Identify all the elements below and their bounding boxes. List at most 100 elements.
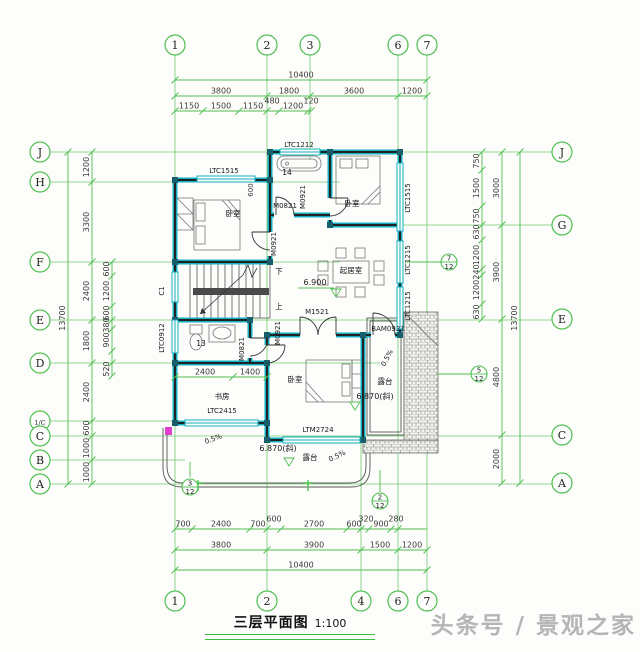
dim-text: 2700 bbox=[304, 520, 324, 529]
axis-label: 7 bbox=[424, 595, 431, 608]
dim-text: 2000 bbox=[492, 449, 501, 469]
axis-bubble bbox=[256, 34, 278, 56]
axis-label: A bbox=[557, 477, 567, 490]
dim-text: 750 bbox=[472, 208, 481, 223]
dim-tick bbox=[423, 566, 431, 574]
dim-tick bbox=[478, 202, 486, 210]
dim-text: 1800 bbox=[279, 87, 299, 96]
dim-tick bbox=[88, 316, 96, 324]
dim-text: 600 bbox=[266, 515, 281, 524]
axis-bubble bbox=[164, 34, 186, 56]
dim-tick bbox=[394, 546, 402, 554]
dim-text: 1200 bbox=[402, 541, 422, 550]
axis-label: G bbox=[558, 219, 567, 232]
dim-tick bbox=[188, 525, 196, 533]
axis-label: C bbox=[36, 430, 44, 443]
door-m1521 bbox=[299, 316, 337, 336]
dim-tick bbox=[478, 166, 486, 174]
dim-tick bbox=[88, 417, 96, 425]
window-tag-ltc1515-top: LTC1515 bbox=[209, 167, 239, 175]
dim-tick bbox=[171, 76, 179, 84]
bed-ne bbox=[335, 155, 381, 205]
room-label-bedroom-ne: 卧室 bbox=[345, 198, 360, 208]
axis-label: 4 bbox=[358, 595, 365, 608]
drawing-title: 三层平面图 bbox=[233, 615, 309, 631]
axis-bubble bbox=[416, 590, 438, 612]
dim-tick bbox=[275, 107, 283, 115]
toilet bbox=[189, 324, 203, 335]
dim-text: 2400 bbox=[82, 382, 91, 402]
elevation-6870-south: 6.870(斜) bbox=[259, 443, 296, 453]
dim-text: 1000 bbox=[82, 462, 91, 482]
axis-bubble bbox=[551, 214, 573, 236]
dim-text: 2400 bbox=[195, 368, 215, 377]
elevation-6870-east: 6.870(斜) bbox=[356, 391, 393, 401]
dim-tick bbox=[387, 525, 395, 533]
window-tag-ltc0912: LTC0912 bbox=[158, 323, 166, 353]
detail-sheet: 12 bbox=[445, 263, 454, 271]
door-tag-m0921-s: M0921 bbox=[274, 321, 282, 345]
dim-tick bbox=[88, 178, 96, 186]
dim-text: 3800 bbox=[211, 541, 231, 550]
window-tag-ltc2415: LTC2415 bbox=[207, 407, 237, 415]
room-label-bath-14: 14 bbox=[282, 168, 292, 177]
axis-bubble bbox=[551, 141, 573, 163]
dim-tick bbox=[423, 76, 431, 84]
dim-tick bbox=[64, 480, 72, 488]
inner-dim-600: 600 bbox=[247, 183, 255, 196]
slope-label-southwest: 0.5% bbox=[204, 432, 224, 446]
detail-number: 3 bbox=[188, 480, 192, 488]
dim-tick bbox=[88, 456, 96, 464]
window-tag-ltm2724: LTM2724 bbox=[302, 426, 334, 434]
elevation-triangle bbox=[283, 457, 295, 467]
dining-table bbox=[332, 260, 370, 284]
window-tag-ltc1215-a: LTC1215 bbox=[404, 245, 412, 275]
axis-label: 1 bbox=[172, 39, 179, 52]
dim-text: 1200 bbox=[82, 157, 91, 177]
door-m0921-ne bbox=[329, 197, 349, 217]
dim-tick bbox=[498, 431, 506, 439]
windows bbox=[171, 148, 404, 444]
dim-text: 1150 bbox=[243, 102, 263, 111]
dim-tick bbox=[516, 479, 524, 487]
dim-text: 10400 bbox=[288, 71, 313, 80]
dim-text: 520 bbox=[102, 361, 111, 376]
dim-text: 13700 bbox=[58, 305, 67, 330]
dim-tick bbox=[108, 272, 116, 280]
axis-bubble bbox=[29, 309, 51, 331]
roof-hatch bbox=[362, 311, 439, 454]
dim-tick bbox=[88, 148, 96, 156]
door-m0921-nw bbox=[251, 231, 271, 251]
axis-bubble bbox=[299, 34, 321, 56]
door-bam0921 bbox=[372, 312, 396, 336]
dim-tick bbox=[478, 148, 486, 156]
axis-bubble bbox=[164, 590, 186, 612]
dim-text: 600 bbox=[102, 305, 111, 320]
door-m0821-bath13 bbox=[249, 337, 269, 357]
detail-number: 2 bbox=[378, 494, 382, 502]
door-tag-bam0921: BAM0921 bbox=[371, 325, 404, 333]
dim-text: 1200 bbox=[472, 280, 481, 300]
dim-text: 3000 bbox=[492, 178, 501, 198]
window-tag-ltc1215-b: LTC1215 bbox=[404, 291, 412, 321]
dim-tick bbox=[423, 92, 431, 100]
dim-tick bbox=[88, 258, 96, 266]
dim-tick bbox=[263, 92, 271, 100]
dim-tick bbox=[108, 347, 116, 355]
terrace-label-east: 露台 bbox=[378, 376, 393, 386]
detail-sheet: 12 bbox=[376, 502, 385, 510]
dim-text: 3900 bbox=[492, 262, 501, 282]
slope-label-south: 0.5% bbox=[327, 449, 347, 464]
dim-text: 630 bbox=[472, 224, 481, 239]
drawing-scale: 1:100 bbox=[314, 617, 347, 630]
dim-text: 750 bbox=[472, 153, 481, 168]
dim-tick bbox=[199, 107, 207, 115]
dim-text: 380 bbox=[102, 317, 111, 332]
window-ltc1515-right bbox=[396, 162, 404, 232]
window-ltc2415 bbox=[184, 419, 259, 427]
dim-tick bbox=[171, 566, 179, 574]
axis-bubble bbox=[29, 141, 51, 163]
dim-text: 1200 bbox=[402, 87, 422, 96]
